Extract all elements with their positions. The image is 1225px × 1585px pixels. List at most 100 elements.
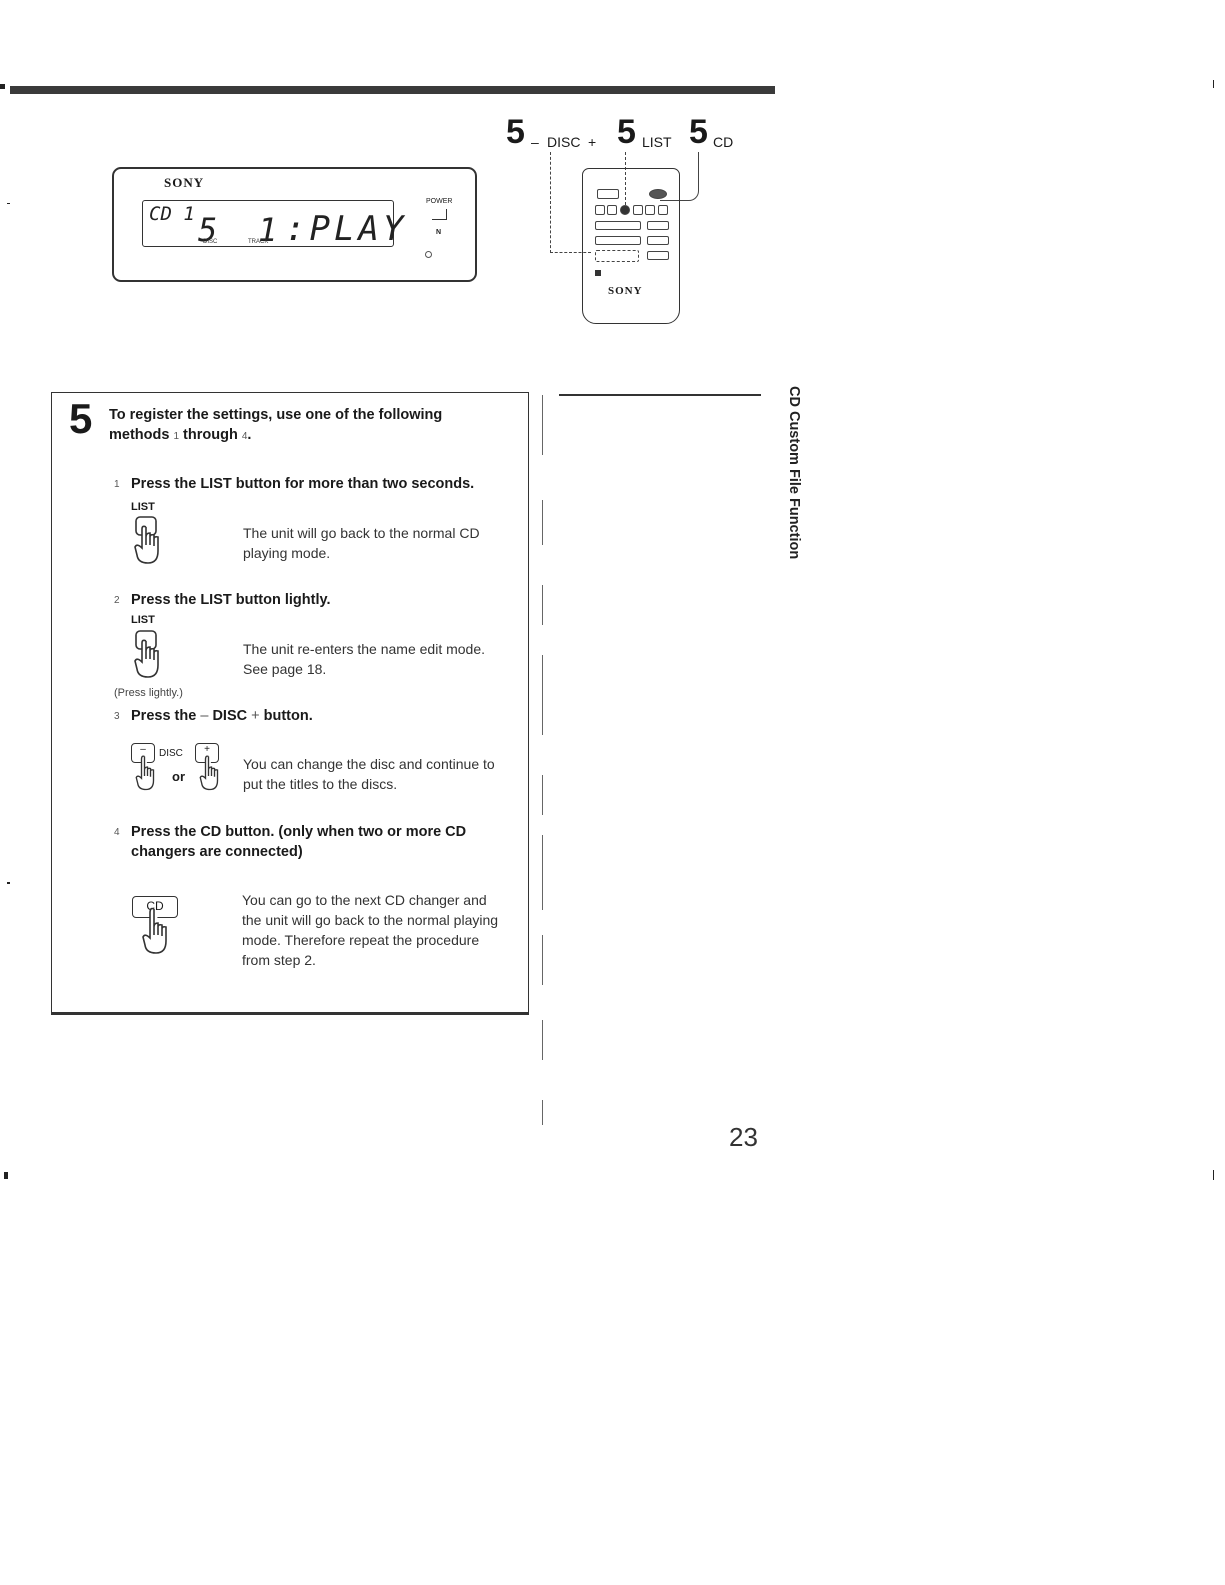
step-intro-num4: 4 (241, 431, 248, 442)
step-intro-end: . (247, 427, 252, 443)
remote-disc-minus: – (531, 134, 539, 150)
column-divider (542, 835, 543, 870)
section-side-title: CD Custom File Function (786, 386, 802, 560)
remote-repeat-button (647, 221, 669, 230)
column-divider (542, 935, 543, 985)
column-divider (542, 585, 543, 625)
sub2-description: The unit re-enters the name edit mode. S… (243, 641, 486, 677)
column-divider (542, 1100, 543, 1125)
column-divider (542, 395, 543, 455)
disc-plus-key-label: + (204, 744, 210, 755)
remote-disc-buttons (595, 250, 639, 262)
sub3-number: 3 (114, 711, 120, 722)
power-led-icon (425, 251, 432, 258)
column-divider (542, 1020, 543, 1060)
power-label: POWER (426, 198, 453, 205)
sub3-title-a: Press the (131, 708, 197, 724)
step-intro-line1: To register the settings, use one of the… (109, 407, 443, 423)
remote-n-mark-icon (595, 270, 601, 276)
sub1-title: Press the LIST button for more than two … (131, 476, 475, 492)
sub4-title-line2: changers are connected) (131, 844, 303, 860)
display-text: :PLAY (285, 209, 408, 249)
press-hand-icon (142, 907, 167, 954)
sub1-key-label: LIST (131, 501, 155, 513)
sub4-description: You can go to the next CD changer and th… (242, 892, 499, 968)
remote-step-number-disc: 5 (506, 113, 525, 151)
sub2-number: 2 (114, 595, 120, 606)
n-mark: N (436, 229, 442, 236)
sub3-description: You can change the disc and continue to … (243, 756, 495, 792)
margin-mark (1213, 80, 1214, 88)
sub4-number: 4 (114, 827, 120, 838)
leader-line-list (625, 152, 626, 210)
remote-number-button (607, 205, 617, 215)
margin-mark (0, 84, 5, 89)
display-window: CD 1 5 1 :PLAY DISC TRACK (142, 200, 403, 249)
display-disc-number: 5 (198, 211, 218, 249)
remote-search-buttons (595, 236, 641, 245)
display-brand: SONY (164, 175, 205, 190)
sub3-title-minus: – (200, 708, 209, 724)
display-cd-indicator: CD 1 (149, 203, 195, 225)
or-label: or (172, 769, 185, 784)
sub1-description: The unit will go back to the normal CD p… (243, 525, 480, 561)
step-intro: To register the settings, use one of the… (109, 405, 519, 447)
display-track-number: 1 (258, 211, 278, 249)
press-hand-icon (135, 755, 155, 791)
remote-step-number-list: 5 (617, 113, 636, 151)
sub1-number: 1 (114, 479, 120, 490)
disc-key-label: DISC (159, 748, 183, 759)
remote-list-label: LIST (642, 134, 672, 150)
display-disc-label: DISC (203, 239, 218, 245)
margin-mark (1213, 1170, 1214, 1180)
remote-number-button (595, 205, 605, 215)
sub2-key-label: LIST (131, 614, 155, 626)
press-hand-icon (134, 516, 159, 564)
margin-mark (7, 203, 10, 204)
step-intro-methods: methods (109, 427, 170, 443)
display-track-label: TRACK (248, 239, 269, 245)
remote-cd-button (649, 189, 667, 199)
sub2-note: (Press lightly.) (114, 687, 183, 699)
remote-disc-label: DISC (547, 134, 581, 150)
disc-minus-key-label: – (140, 744, 146, 755)
remote-number-button (645, 205, 655, 215)
press-hand-icon (199, 755, 219, 791)
remote-cd-label: CD (713, 134, 734, 150)
remote-brand: SONY (608, 285, 643, 297)
remote-number-button (658, 205, 668, 215)
page-number: 23 (729, 1122, 758, 1152)
remote-number-button (633, 205, 643, 215)
remote-play-button (647, 236, 669, 245)
sub3-title-plus: + (251, 708, 260, 724)
remote-step-number-cd: 5 (689, 113, 708, 151)
remote-off-button (597, 189, 619, 199)
margin-mark (7, 882, 10, 884)
display-panel-illustration: SONY CD 1 5 1 :PLAY DISC TRACK POWER N (112, 167, 477, 282)
step-5-box: 5 To register the settings, use one of t… (51, 392, 529, 1015)
column-divider (542, 775, 543, 815)
press-hand-icon (134, 630, 159, 678)
column-divider (542, 500, 543, 545)
power-switch-icon (432, 209, 447, 220)
header-rule (10, 86, 775, 94)
remote-control-illustration: SONY (582, 168, 680, 324)
sub3-title-disc: DISC (212, 708, 248, 724)
step-intro-num1: 1 (173, 431, 180, 442)
step-number: 5 (69, 395, 93, 442)
column-divider (542, 655, 543, 735)
column-divider (542, 870, 543, 910)
remote-stop-button (647, 251, 669, 260)
remote-skip-buttons (595, 221, 641, 230)
step-intro-through: through (183, 427, 238, 443)
sub3-title: Press the – DISC + button. (131, 708, 313, 724)
sub2-title: Press the LIST button lightly. (131, 592, 331, 608)
cd-key-icon: CD (132, 896, 178, 918)
margin-mark (4, 1172, 8, 1179)
sub4-title-line1: Press the CD button. (only when two or m… (131, 824, 467, 840)
sub3-title-c: button. (263, 708, 313, 724)
remote-disc-plus: + (588, 134, 597, 150)
leader-line-disc (550, 152, 591, 253)
right-column-rule (559, 394, 761, 396)
remote-list-button (620, 205, 630, 215)
